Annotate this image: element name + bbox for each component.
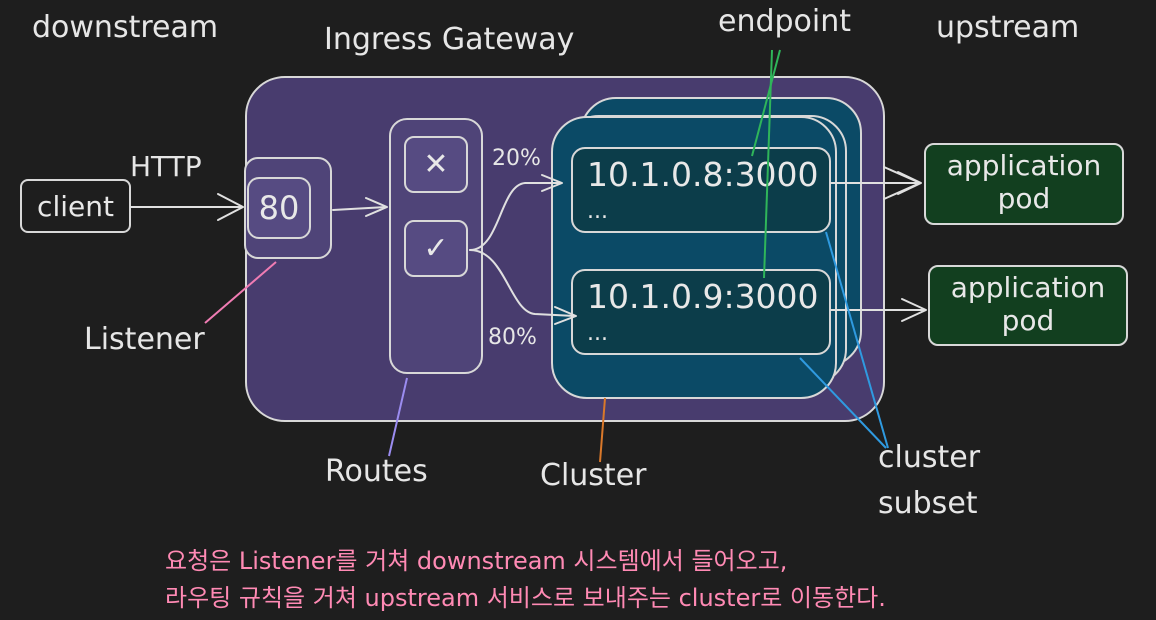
subset-pointer-2: [799, 357, 887, 449]
routes-pointer: [388, 377, 408, 457]
gateway-title: Ingress Gateway: [324, 22, 575, 57]
application-pod-2: application pod: [928, 265, 1128, 346]
downstream-label: downstream: [32, 10, 219, 45]
upstream-label: upstream: [936, 10, 1080, 45]
endpoint-address: 10.1.0.8:3000: [587, 155, 819, 194]
note-line-2: 라우팅 규칙을 거쳐 upstream 서비스로 보내주는 cluster로 이…: [165, 584, 886, 612]
arrowhead: [541, 174, 563, 192]
endpoint-label: endpoint: [718, 4, 852, 39]
weight-20-label: 20%: [492, 146, 541, 171]
route-to-endpoint2-arrow: [469, 249, 576, 317]
pod-label-line1: application: [946, 149, 1102, 182]
listener-to-routes-arrow: [332, 206, 387, 211]
endpoint-pointer-1: [751, 49, 781, 157]
arrowhead: [217, 193, 244, 221]
weight-80-label: 80%: [488, 325, 537, 350]
routes-label: Routes: [325, 454, 428, 489]
application-pod-1: application pod: [924, 143, 1124, 225]
route-to-endpoint1-arrow: [469, 182, 561, 251]
pod-label-line2: pod: [997, 182, 1051, 215]
arrowhead: [901, 298, 927, 322]
route-reject-icon: ✕: [404, 136, 468, 193]
endpoint-pointer-2: [763, 49, 773, 279]
endpoint-more: ...: [587, 321, 608, 346]
cluster-pointer: [599, 397, 606, 463]
arrowhead: [365, 197, 388, 217]
cluster-label: Cluster: [540, 458, 647, 493]
listener-label: Listener: [84, 322, 205, 357]
listener-pointer: [204, 261, 277, 324]
cluster-subset-label-line1: cluster: [878, 440, 981, 475]
endpoint-2: 10.1.0.9:3000 ...: [571, 269, 831, 355]
note-line-1: 요청은 Listener를 거쳐 downstream 시스템에서 들어오고,: [165, 547, 788, 575]
pod-label-line2: pod: [1001, 304, 1055, 337]
listener-port: 80: [247, 177, 311, 239]
gateway-edge-arrow: [883, 166, 921, 200]
arrowhead: [554, 306, 577, 325]
client: client: [20, 179, 131, 233]
endpoint-more: ...: [587, 199, 608, 224]
pod-label-line1: application: [950, 271, 1106, 304]
endpoint-1: 10.1.0.8:3000 ...: [571, 147, 831, 233]
http-label: HTTP: [130, 150, 202, 183]
endpoint-address: 10.1.0.9:3000: [587, 277, 819, 316]
cluster-subset-label-line2: subset: [878, 486, 978, 521]
route-accept-icon: ✓: [404, 220, 468, 277]
subset-pointer-1: [825, 231, 889, 449]
